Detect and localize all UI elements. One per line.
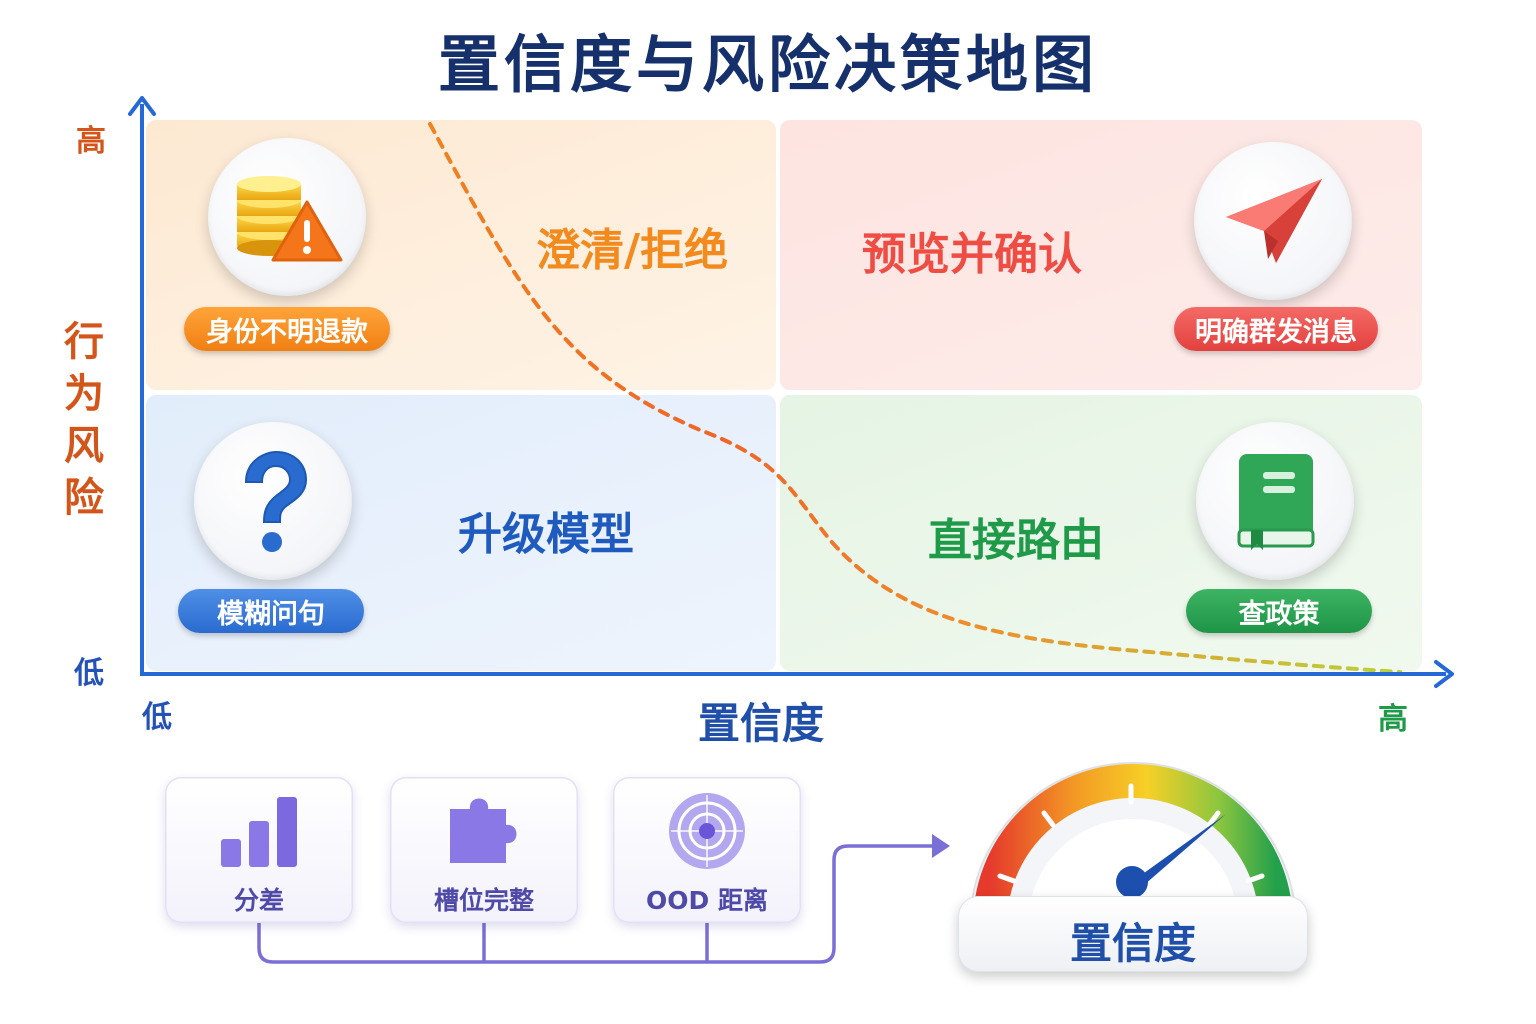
coins-warning-icon	[208, 138, 366, 296]
x-axis-low-label: 低	[142, 700, 172, 735]
action-direct-route: 直接路由	[928, 515, 1104, 566]
action-preview-confirm: 预览并确认	[862, 229, 1082, 280]
gauge-base	[958, 896, 1308, 972]
signal-slot-completeness: 槽位完整	[390, 777, 578, 923]
gauge-ticks	[997, 783, 1265, 884]
example-check-policy: 查政策	[1186, 589, 1372, 633]
example-ambiguous-query: 模糊问句	[178, 589, 364, 633]
signal-score-gap: 分差	[165, 777, 353, 923]
signal-ood-distance: OOD 距离	[613, 777, 801, 923]
y-axis-high-label: 高	[76, 124, 106, 159]
gauge-needle	[1116, 814, 1226, 898]
x-axis-high-label: 高	[1378, 702, 1408, 737]
example-unknown-identity-refund: 身份不明退款	[184, 307, 390, 351]
y-axis-low-label: 低	[74, 656, 104, 691]
gauge-label: 置信度	[1069, 919, 1196, 968]
signal-label: 槽位完整	[433, 886, 534, 915]
paper-plane-icon	[1194, 142, 1352, 300]
question-mark-icon	[194, 422, 352, 580]
radar-icon	[613, 791, 801, 871]
signal-label: OOD 距离	[646, 886, 768, 915]
puzzle-icon	[390, 791, 578, 871]
page-title: 置信度与风险决策地图	[437, 28, 1098, 101]
x-axis-title: 置信度	[698, 699, 825, 748]
y-axis-title: 行为风险	[64, 319, 104, 521]
action-upgrade-model: 升级模型	[458, 509, 634, 560]
action-clarify-reject: 澄清/拒绝	[536, 225, 729, 276]
example-clear-mass-message: 明确群发消息	[1174, 307, 1378, 351]
bar-chart-icon	[165, 791, 353, 871]
signal-label: 分差	[233, 886, 284, 915]
book-icon	[1196, 422, 1354, 580]
